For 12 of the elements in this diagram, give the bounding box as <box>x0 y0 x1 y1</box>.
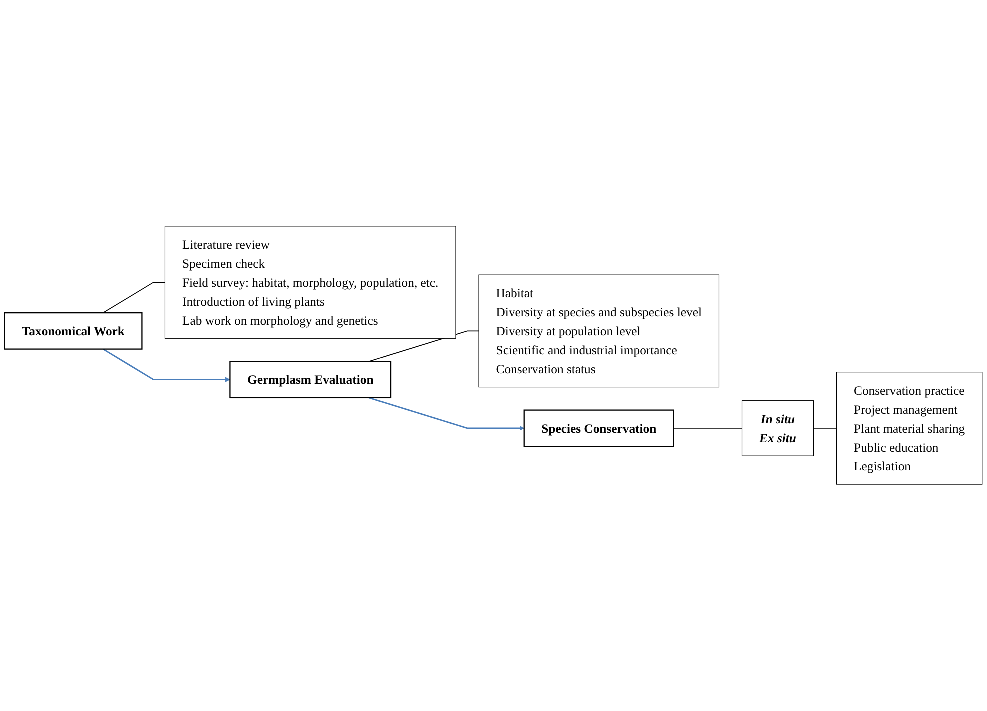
arrow <box>102 348 230 382</box>
node-box: In situ Ex situ <box>742 400 814 456</box>
node-box: Habitat Diversity at species and subspecies level Diversity at population level Scientific and industrial importance Conservation status <box>478 274 720 388</box>
arrow <box>368 397 525 431</box>
node-box: Taxonomical Work <box>4 312 143 350</box>
connector <box>673 428 743 429</box>
node-box: Conservation practice Project management Plant material sharing Public education Legislation <box>836 372 983 485</box>
connector <box>102 282 166 314</box>
node-box: Literature review Specimen check Field survey: habitat, morphology, population, etc. Introduction of living plants Lab work on morphology and genetics <box>164 226 456 339</box>
connector <box>813 428 838 429</box>
node-box: Germplasm Evaluation <box>230 361 392 399</box>
node-box: Species Conservation <box>524 410 674 448</box>
